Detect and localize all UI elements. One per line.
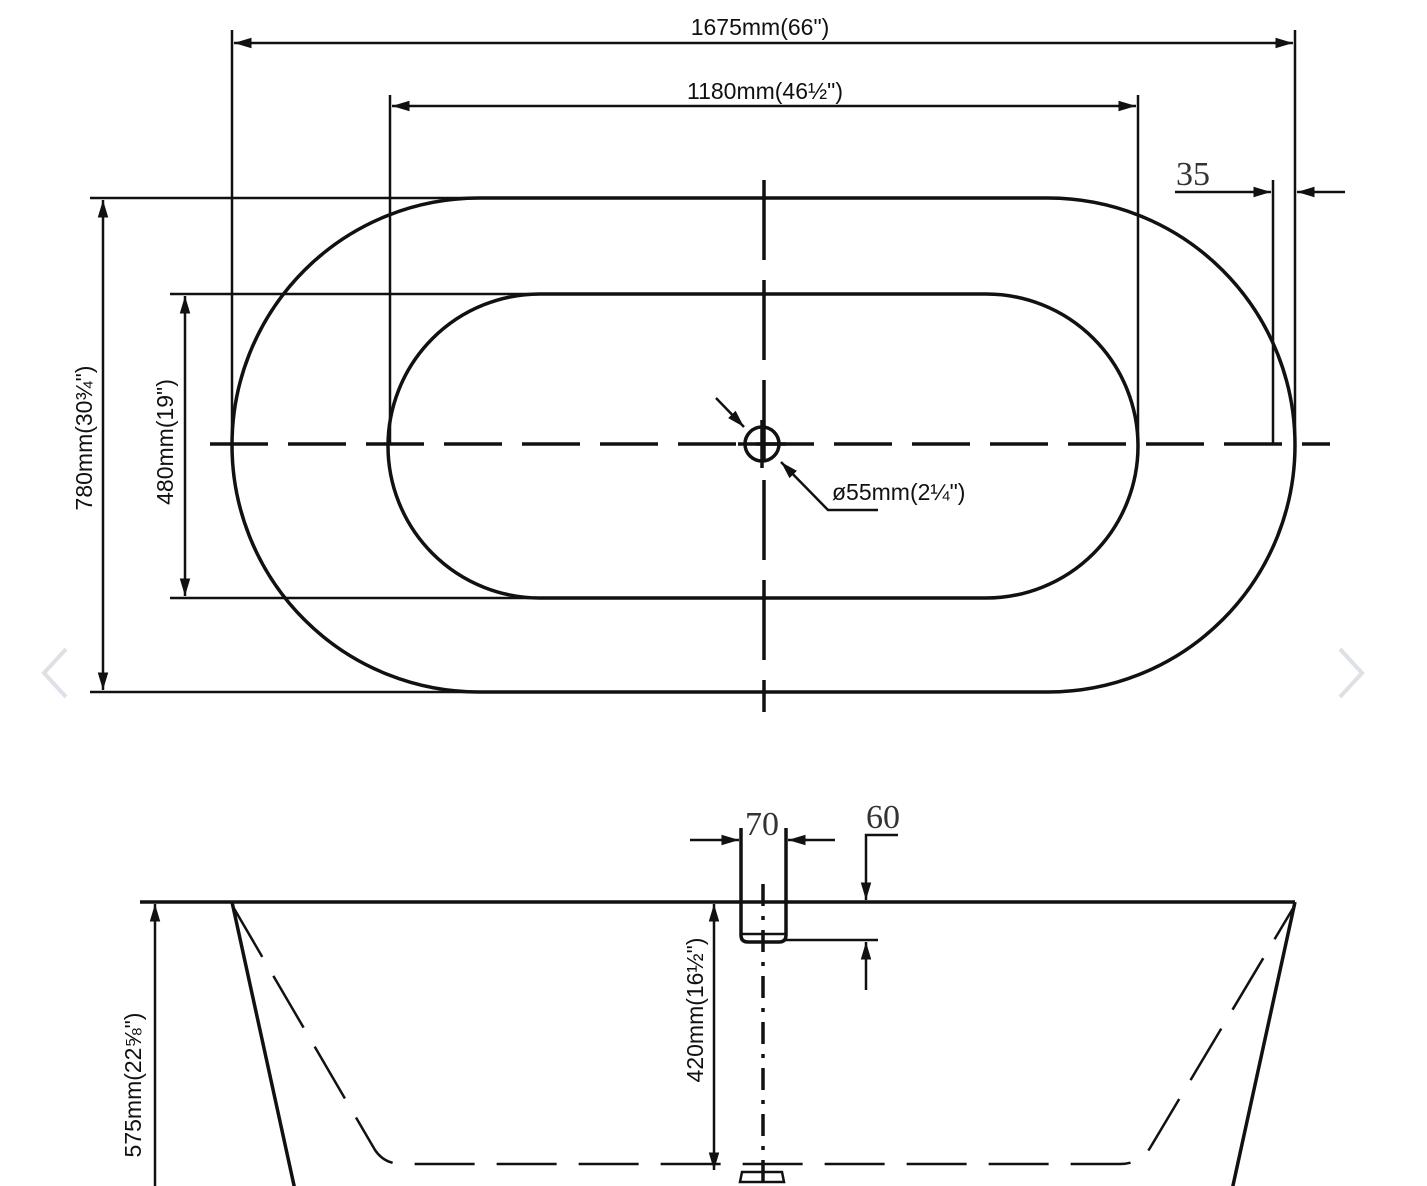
drain-icon — [738, 420, 786, 468]
inner-length-label: 1180mm(46½") — [687, 78, 843, 104]
height-label: 575mm(22⅝") — [120, 1013, 146, 1158]
rim-width-label: 35 — [1176, 156, 1210, 193]
chevron-left-icon — [41, 647, 68, 699]
inner-width-label: 480mm(19") — [152, 379, 178, 505]
overflow-offset-label: 60 — [866, 799, 900, 836]
overall-width-label: 780mm(30¾") — [71, 366, 97, 511]
drain-diameter-label: ø55mm(2¼") — [832, 479, 965, 505]
overflow-height-label: 420mm(16½") — [682, 938, 708, 1083]
gallery-prev-button[interactable] — [38, 645, 72, 701]
side-view: 575mm(22⅝") 420mm(16½") 70 60 — [120, 799, 1297, 1186]
overflow-width-label: 70 — [745, 806, 779, 843]
chevron-right-icon — [1338, 647, 1365, 699]
top-view: 1675mm(66") 1180mm(46½") 35 780mm(30¾") … — [71, 14, 1345, 712]
overall-length-label: 1675mm(66") — [691, 14, 830, 40]
gallery-next-button[interactable] — [1334, 645, 1368, 701]
